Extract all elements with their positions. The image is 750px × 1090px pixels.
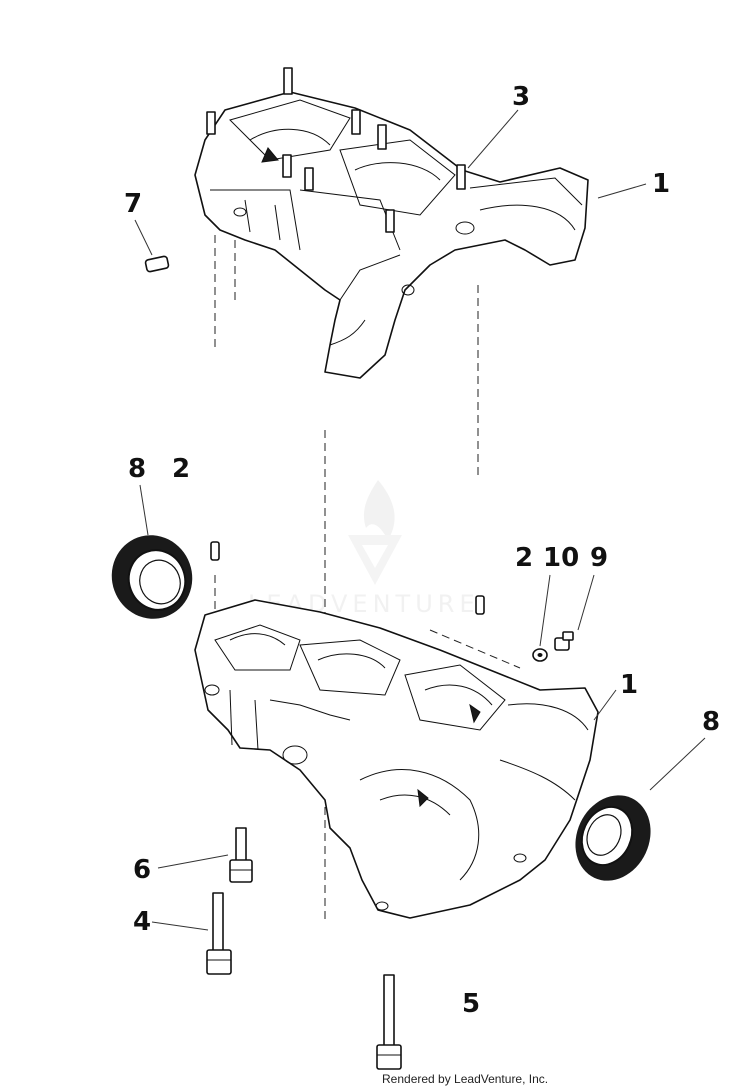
washer-10 — [532, 648, 548, 662]
leader-lines — [134, 109, 706, 931]
callout-1-upper: 1 — [652, 169, 670, 199]
lower-crankcase — [194, 599, 599, 919]
bolt-6 — [229, 827, 253, 883]
bolt-4 — [206, 892, 232, 975]
dowel-pins-2 — [210, 541, 485, 615]
callout-8-left: 8 — [128, 454, 146, 484]
watermark-flame-icon — [363, 480, 395, 540]
oil-seal-right — [575, 795, 651, 881]
upper-crankcase — [194, 67, 589, 379]
callout-4: 4 — [133, 907, 151, 937]
callout-3: 3 — [512, 82, 530, 112]
watermark: LEADVENTURE — [248, 480, 475, 618]
alignment-lines — [214, 235, 521, 920]
oil-seal-left — [111, 535, 193, 619]
callout-10: 10 — [543, 543, 579, 573]
callout-5: 5 — [462, 989, 480, 1019]
callout-2-left: 2 — [172, 454, 190, 484]
callouts: 1 3 7 8 2 2 10 9 1 8 6 4 5 — [124, 82, 720, 1019]
dowel-pin-7 — [144, 255, 170, 273]
upper-studs — [206, 67, 466, 233]
callout-2-right: 2 — [515, 543, 533, 573]
callout-7: 7 — [124, 189, 142, 219]
watermark-v-icon — [348, 535, 402, 585]
render-credit: Rendered by LeadVenture, Inc. — [382, 1072, 548, 1086]
callout-8-right: 8 — [702, 707, 720, 737]
plug-screw-9 — [554, 631, 574, 651]
callout-6: 6 — [133, 855, 151, 885]
callout-9: 9 — [590, 543, 608, 573]
callout-1-lower: 1 — [620, 670, 638, 700]
bolt-5 — [376, 974, 402, 1070]
